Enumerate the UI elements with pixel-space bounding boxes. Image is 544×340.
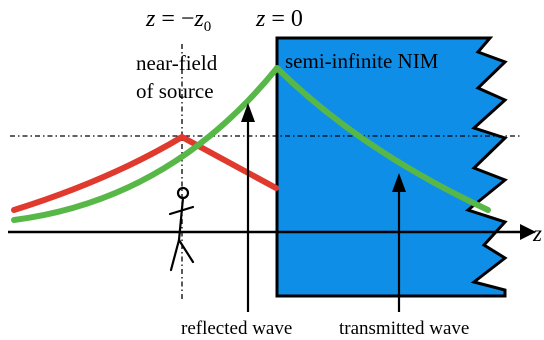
medium-label: semi-infinite NIM <box>285 49 439 73</box>
reflected-wave-curve <box>11 134 279 213</box>
z-zero-label: z = 0 <box>255 6 303 32</box>
source-figure-icon <box>168 186 195 272</box>
transmitted-wave-label: transmitted wave <box>339 318 469 339</box>
nim-medium-region <box>275 36 508 298</box>
z-minus-z0-label: z = −z0 <box>145 6 211 35</box>
reflected-wave-label: reflected wave <box>181 318 292 339</box>
reflected-wave-arrowhead <box>241 103 255 122</box>
near-field-label-line1: near-field <box>136 51 218 75</box>
transmitted-wave-arrowhead <box>392 173 406 192</box>
z-axis-label: z <box>532 221 542 246</box>
near-field-label-line2: of source <box>136 79 214 103</box>
transmitted-wave-curve <box>11 65 491 223</box>
z-axis-arrowhead <box>520 224 536 240</box>
